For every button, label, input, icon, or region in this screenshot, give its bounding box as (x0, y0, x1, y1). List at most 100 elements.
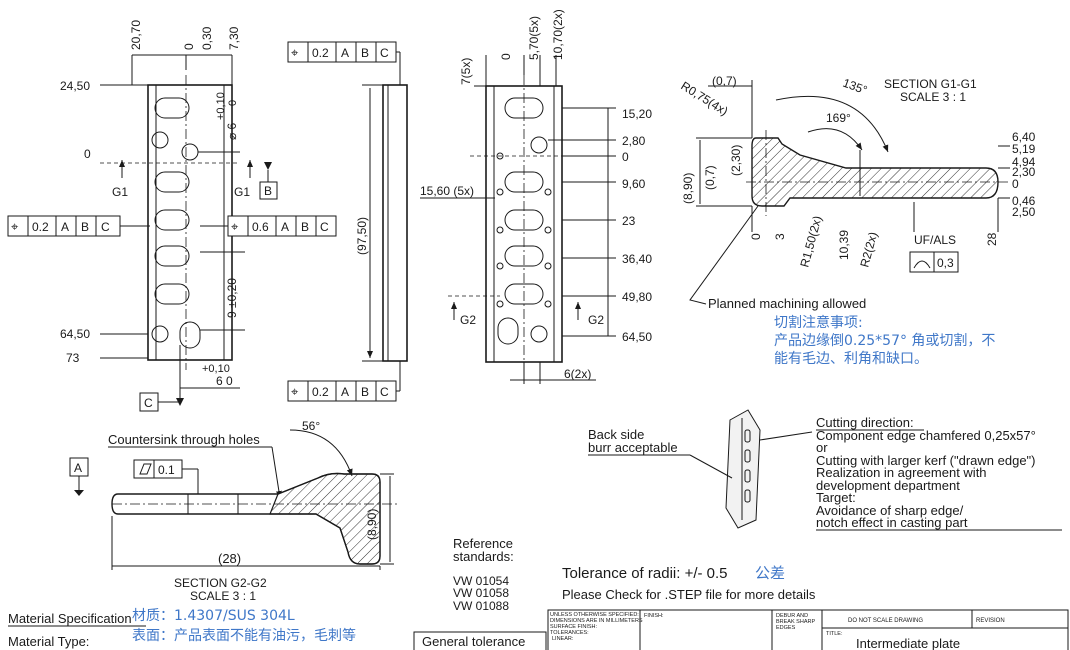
g2-length: (28) (218, 551, 241, 566)
g1-bottom-dim-4: 10,39 (837, 230, 851, 260)
svg-text:⌖: ⌖ (291, 384, 299, 399)
iso-cut-line-7: Avoidance of sharp edge/ (816, 503, 964, 518)
section-g1-profile (751, 137, 999, 207)
rear-dim-right-5: 23 (622, 214, 636, 228)
svg-text:standards:: standards: (453, 549, 514, 564)
g1-cn-note-1: 切割注意事项: (774, 314, 863, 331)
rear-pitch: 15,60 (5x) (420, 184, 474, 198)
g2-height: (8,90) (365, 509, 379, 540)
section-g2-title: SECTION G2-G2 (174, 576, 267, 590)
rear-dim-right-8: 64,50 (622, 330, 652, 344)
svg-text:BREAK SHARP: BREAK SHARP (776, 619, 815, 625)
rear-dim-right-4: 9,60 (622, 177, 646, 191)
rear-slots (496, 97, 552, 345)
bottom-tol: +0,10 (202, 363, 230, 375)
g1-cn-note-2: 产品边缘倒0.25*57° 角或切割，不 (774, 332, 995, 349)
svg-text:B: B (301, 220, 309, 234)
section-g2-scale: SCALE 3 : 1 (190, 589, 256, 603)
iso-part (725, 409, 761, 529)
front-dim-left-2: 0 (84, 147, 91, 161)
datum-c-label: C (144, 396, 153, 410)
svg-text:0.2: 0.2 (312, 46, 329, 60)
rear-dim-right-3: 0 (622, 150, 629, 164)
g1-angle-inner: 169° (826, 111, 851, 125)
svg-text:Material Type:: Material Type: (8, 634, 89, 649)
svg-text:C: C (101, 220, 110, 234)
svg-text:Material Specification: Material Specification (8, 611, 132, 626)
front-g1-right: G1 (234, 185, 250, 199)
g1-cn-note-3: 能有毛边、利角和缺口。 (774, 351, 928, 367)
step-note: Please Check for .STEP file for more det… (562, 587, 816, 602)
svg-text:C: C (380, 385, 389, 399)
svg-text:TOLERANCES:: TOLERANCES: (550, 630, 589, 636)
g1-angle-outer: 135° (841, 76, 869, 98)
section-g2: Countersink through holes 56° A 0.1 (8,9… (69, 419, 400, 603)
iso-back-side-2: burr acceptable (588, 440, 678, 455)
tolerance-cn: 公差 (755, 564, 785, 582)
svg-text:SURFACE FINISH:: SURFACE FINISH: (550, 624, 598, 630)
g1-bottom-dim-5: R2(2x) (857, 230, 880, 268)
svg-text:General tolerance: General tolerance (422, 634, 525, 649)
iso-view: Back side burr acceptable Cutting direct… (588, 409, 1062, 531)
svg-text:DO NOT SCALE DRAWING: DO NOT SCALE DRAWING (848, 618, 923, 624)
rear-dim-top-4: 10,70(2x) (551, 9, 565, 60)
front-dim-top-1: 20,70 (129, 20, 143, 50)
svg-text:⌖: ⌖ (11, 219, 19, 234)
svg-text:⌖: ⌖ (291, 45, 299, 60)
iso-cut-line-2: or (816, 440, 828, 455)
rear-dim-right-2: 2,80 (622, 134, 646, 148)
svg-text:DIMENSIONS ARE IN MILLIMETERS: DIMENSIONS ARE IN MILLIMETERS (550, 618, 643, 624)
svg-text:VW 01088: VW 01088 (453, 599, 509, 613)
g1-right-dim-1: 6,40 (1012, 130, 1036, 144)
hole-tol-upper: +0,10 (215, 92, 227, 120)
drawing-title: Intermediate plate (856, 636, 960, 650)
rear-dim-right-6: 36,40 (622, 252, 652, 266)
svg-text:B: B (361, 385, 369, 399)
rear-dim-top-1: 7(5x) (459, 58, 473, 85)
g1-left-dim-1: (8,90) (681, 173, 695, 204)
g2-angle: 56° (302, 419, 320, 433)
datum-a-label: A (74, 461, 82, 475)
fcf-side-top: ⌖ 0.2 A B C (287, 41, 401, 85)
svg-text:FINISH:: FINISH: (644, 613, 664, 619)
title-block: UNLESS OTHERWISE SPECIFIED: DIMENSIONS A… (547, 609, 1069, 650)
rear-dim-right-7: 49,80 (622, 290, 652, 304)
g1-right-dim-6: 0,46 (1012, 194, 1036, 208)
hole-diameter: ⌀ 6 (225, 122, 239, 140)
svg-text:DEBUR AND: DEBUR AND (776, 613, 808, 619)
svg-text:VW 01058: VW 01058 (453, 586, 509, 600)
g1-left-dim-3: (2,30) (729, 145, 743, 176)
side-view: (97,50) ⌖ 0.2 A B C ⌖ 0.2 A B C (287, 41, 408, 402)
datum-b (259, 181, 278, 200)
front-view: 20,70 0 0,30 7,30 24,50 0 64,50 73 +0,10… (7, 20, 337, 412)
g1-bottom-dim-3: R1,50(2x) (797, 214, 824, 269)
g1-right-dim-4: 2,30 (1012, 165, 1036, 179)
material-notes: Material Specification Material Type: 材质… (8, 608, 547, 650)
iso-cut-line-3: Cutting with larger kerf ("drawn edge") (816, 453, 1036, 468)
rear-dim-right-1: 15,20 (622, 107, 652, 121)
svg-text:EDGES: EDGES (776, 625, 796, 631)
svg-text:⌖: ⌖ (231, 219, 239, 234)
g1-right-dim-3: 4,94 (1012, 155, 1036, 169)
front-slots (151, 97, 201, 349)
front-dim-left-4: 73 (66, 351, 80, 365)
g1-bottom-dim-6: 28 (985, 232, 999, 246)
iso-cut-line-5: development department (816, 478, 960, 493)
g2-countersink: Countersink through holes (108, 432, 260, 447)
svg-text:材质：1.4307/SUS 304L: 材质：1.4307/SUS 304L (132, 608, 295, 624)
svg-text:VW 01054: VW 01054 (453, 574, 509, 588)
slot-dim: 9 ±0,20 (225, 278, 239, 318)
g1-right-dim-2: 5,19 (1012, 142, 1036, 156)
g1-right-dim-5: 0 (1012, 177, 1019, 191)
svg-text:A: A (341, 46, 349, 60)
svg-text:A: A (61, 220, 69, 234)
fcf-side-bottom: ⌖ 0.2 A B C (287, 361, 401, 402)
svg-text:B: B (361, 46, 369, 60)
svg-text:REVISION: REVISION (976, 618, 1005, 624)
g1-bottom-dim-1: 0 (749, 233, 763, 240)
svg-text:0.2: 0.2 (32, 220, 49, 234)
iso-cut-line-4: Realization in agreement with (816, 465, 987, 480)
section-g1-title: SECTION G1-G1 (884, 77, 977, 91)
g1-top-dim: (0,7) (712, 74, 737, 88)
section-g1: SECTION G1-G1 SCALE 3 : 1 R0,75(4x) (0,7… (678, 74, 1035, 367)
